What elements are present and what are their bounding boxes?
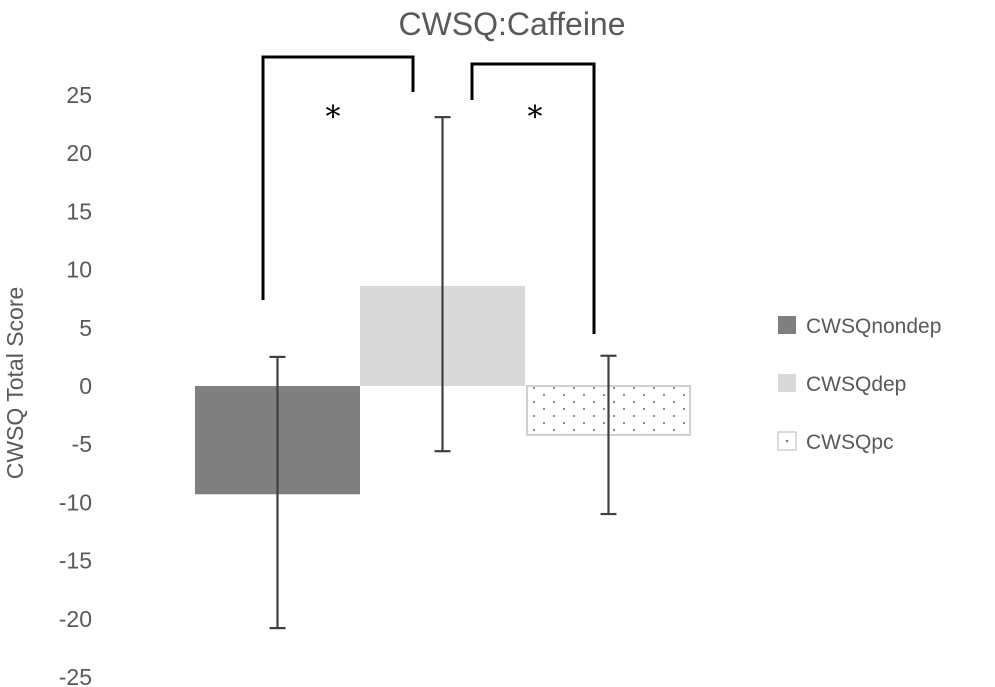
y-tick-label: 0 bbox=[79, 373, 92, 399]
y-tick-label: 25 bbox=[66, 82, 92, 108]
significance-bracket bbox=[470, 62, 596, 334]
significance-bracket bbox=[261, 55, 415, 300]
legend-swatch-dot bbox=[785, 439, 789, 443]
y-tick-label: -5 bbox=[72, 431, 92, 457]
y-tick-label: -25 bbox=[59, 664, 92, 687]
y-tick-label: 20 bbox=[66, 140, 92, 166]
legend-label-cwsqpc: CWSQpc bbox=[806, 431, 894, 454]
legend-label-cwsqdep: CWSQdep bbox=[806, 373, 906, 396]
error-bars bbox=[269, 116, 617, 630]
legend-label-cwsqnondep: CWSQnondep bbox=[806, 315, 941, 338]
legend-swatch-cwsqdep bbox=[778, 374, 796, 392]
y-axis-title: CWSQ Total Score bbox=[2, 287, 28, 480]
y-tick-label: 5 bbox=[79, 315, 92, 341]
legend-swatch-cwsqnondep bbox=[778, 316, 796, 334]
y-tick-label: 15 bbox=[66, 198, 92, 224]
significance-star: * bbox=[528, 100, 543, 135]
significance-brackets: ** bbox=[261, 55, 596, 334]
y-tick-label: -15 bbox=[59, 548, 92, 574]
y-tick-label: 10 bbox=[66, 257, 92, 283]
y-tick-label: -20 bbox=[59, 606, 92, 632]
y-tick-label: -10 bbox=[59, 489, 92, 515]
chart-title: CWSQ:Caffeine bbox=[398, 6, 625, 42]
y-tick-labels: 25 20 15 10 5 0 -5 -10 -15 -20 -25 bbox=[59, 82, 92, 687]
significance-star: * bbox=[326, 100, 341, 135]
